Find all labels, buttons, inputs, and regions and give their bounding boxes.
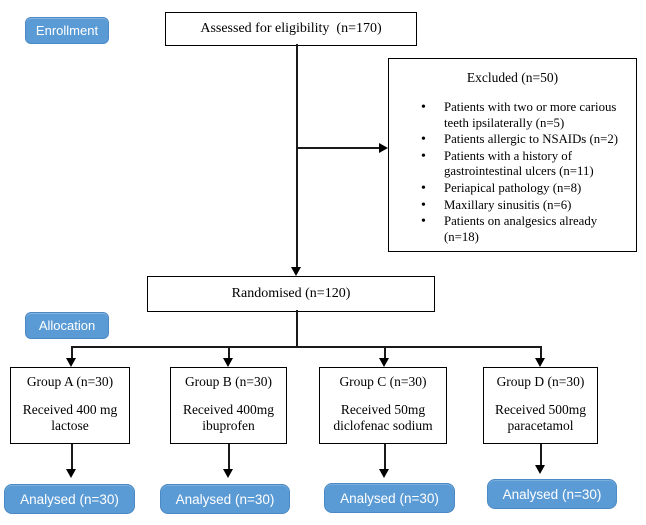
connector-to-excluded — [296, 147, 380, 149]
group-d-title: Group D (n=30) — [496, 374, 585, 389]
arrowhead-into-analysed-c — [379, 469, 389, 478]
arrowhead-into-randomised — [291, 267, 301, 276]
group-c-detail: Received 50mg diclofenac sodium — [333, 402, 433, 434]
arrowhead-into-excluded — [379, 143, 388, 153]
group-a-box: Group A (n=30) Received 400 mg lactose — [10, 367, 130, 444]
allocation-stage-label: Allocation — [25, 312, 109, 339]
connector-group-a-analysed — [71, 444, 73, 470]
enrollment-stage-label: Enrollment — [25, 17, 109, 44]
excluded-reason-item: Maxillary sinusitis (n=6) — [421, 197, 632, 214]
group-d-detail: Received 500mg paracetamol — [494, 402, 587, 434]
excluded-reason-list: Patients with two or more carious teeth … — [389, 99, 632, 245]
group-a-detail: Received 400 mg lactose — [22, 402, 118, 434]
connector-group-b-analysed — [228, 444, 230, 470]
excluded-reason-item: Patients allergic to NSAIDs (n=2) — [421, 131, 632, 148]
excluded-reason-item: Patients with a history of gastrointesti… — [421, 148, 632, 180]
connector-rail-group-a — [71, 346, 73, 359]
analysed-box-b: Analysed (n=30) — [160, 484, 290, 514]
arrowhead-into-group-b — [223, 358, 233, 367]
arrowhead-into-group-a — [66, 358, 76, 367]
assessed-eligibility-box: Assessed for eligibility (n=170) — [165, 12, 417, 46]
excluded-reason-item: Periapical pathology (n=8) — [421, 180, 632, 197]
randomised-box: Randomised (n=120) — [147, 276, 435, 312]
analysed-box-c: Analysed (n=30) — [324, 483, 455, 513]
group-a-title: Group A (n=30) — [26, 374, 114, 389]
group-b-box: Group B (n=30) Received 400mg ibuprofen — [170, 367, 287, 444]
excluded-reason-item: Patients on analgesics already (n=18) — [421, 213, 632, 245]
group-b-title: Group B (n=30) — [184, 374, 273, 389]
analysed-box-a: Analysed (n=30) — [4, 484, 135, 514]
excluded-reason-item: Patients with two or more carious teeth … — [421, 99, 632, 131]
connector-randomised-rail — [296, 310, 298, 347]
connector-rail-group-c — [384, 346, 386, 359]
connector-rail-group-d — [540, 346, 542, 359]
arrowhead-into-analysed-d — [535, 465, 545, 474]
excluded-box: Excluded (n=50) Patients with two or mor… — [388, 58, 637, 252]
arrowhead-into-group-d — [535, 358, 545, 367]
group-c-box: Group C (n=30) Received 50mg diclofenac … — [319, 367, 447, 444]
connector-rail-group-b — [228, 346, 230, 359]
allocation-rail — [71, 346, 541, 348]
connector-assessed-randomised — [296, 44, 298, 268]
group-b-detail: Received 400mg ibuprofen — [182, 402, 275, 434]
group-c-title: Group C (n=30) — [339, 374, 427, 389]
arrowhead-into-group-c — [379, 358, 389, 367]
group-d-box: Group D (n=30) Received 500mg paracetamo… — [483, 367, 598, 444]
excluded-title: Excluded (n=50) — [466, 70, 559, 85]
arrowhead-into-analysed-a — [66, 469, 76, 478]
arrowhead-into-analysed-b — [223, 469, 233, 478]
connector-group-c-analysed — [384, 444, 386, 470]
analysed-box-d: Analysed (n=30) — [487, 479, 617, 509]
connector-group-d-analysed — [540, 444, 542, 466]
